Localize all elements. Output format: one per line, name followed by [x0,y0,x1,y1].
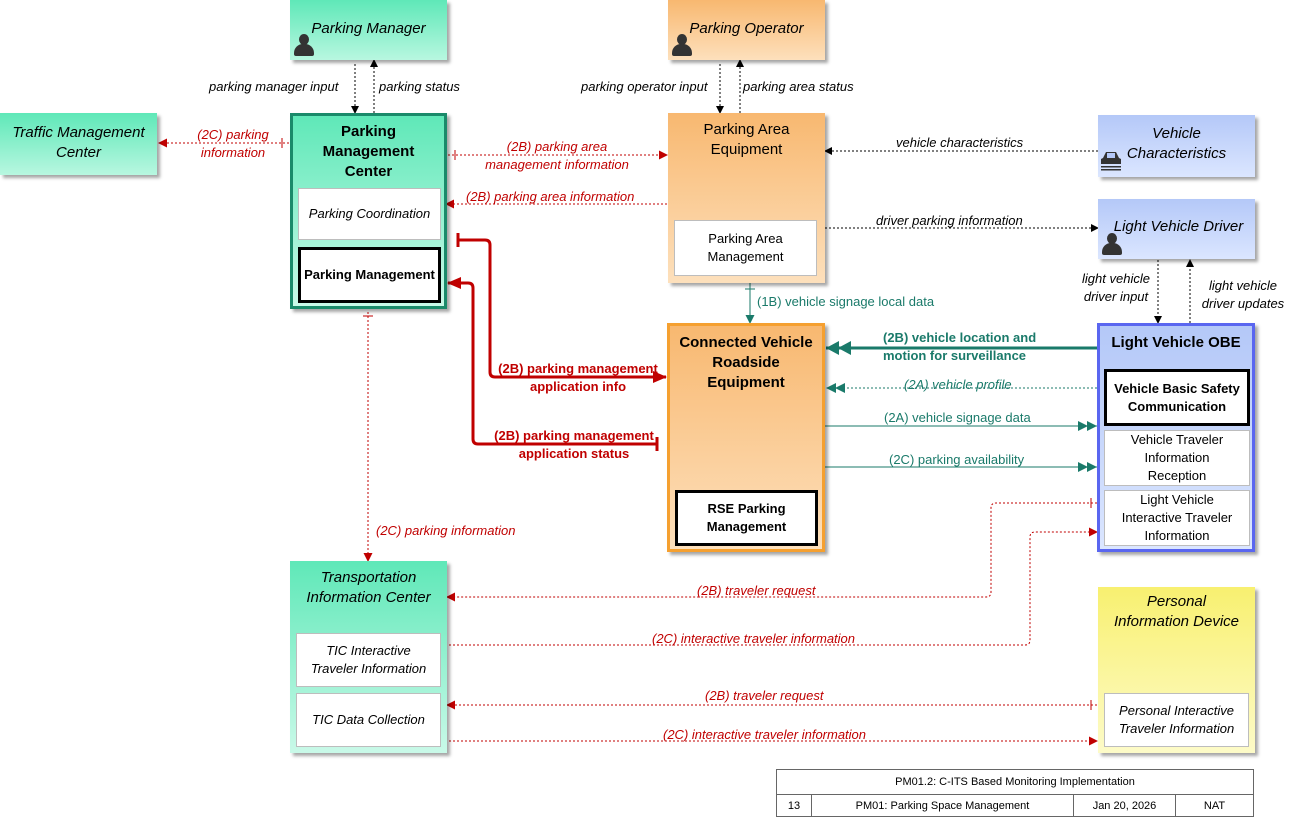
flow-label-pm-app-status: (2B) parking management application stat… [494,428,654,461]
parking-area-equipment-title: Parking Area Equipment [703,121,790,158]
light-vehicle-obe-node[interactable]: Light Vehicle OBE Vehicle Basic Safety C… [1097,323,1255,552]
vehicle-traveler-information-reception-box[interactable]: Vehicle Traveler Information Reception [1104,430,1250,486]
flow-label-pm-input: parking manager input [209,79,339,94]
diagram-footer: PM01.2: C-ITS Based Monitoring Implement… [776,769,1254,817]
flow-label-itv-info-2: (2C) interactive traveler information [663,727,867,742]
transportation-information-center-node[interactable]: Transportation Information Center TIC In… [290,561,447,753]
traffic-management-center-title: Traffic Management Center [12,124,145,161]
footer-date: Jan 20, 2026 [1074,794,1176,817]
flow-label-driver-updates: light vehicle driver updates [1201,278,1285,311]
parking-coordination-box[interactable]: Parking Coordination [298,188,441,240]
flow-label-signage-local: (1B) vehicle signage local data [757,294,935,309]
flow-label-pa-mgmt-info: (2B) parking area management information [485,139,629,172]
flow-label-tmc-parking-info: (2C) parking information [197,127,269,160]
flow-label-veh-char: vehicle characteristics [896,135,1024,150]
car-icon [1101,152,1121,171]
flow-label-po-status: parking area status [743,79,854,94]
vehicle-characteristics-title: Vehicle Characteristics [1126,125,1227,162]
flow-itv-info-1 [441,527,1098,646]
flow-label-driver-input: light vehicle driver input [1082,271,1150,304]
parking-manager-node[interactable]: Parking Manager [290,0,447,60]
flow-label-veh-profile: (2A) vehicle profile [904,377,1012,392]
flow-label-tic-parking-info: (2C) parking information [376,523,516,538]
personal-information-device-node[interactable]: Personal Information Device Personal Int… [1098,587,1255,753]
light-vehicle-interactive-traveler-information-box[interactable]: Light Vehicle Interactive Traveler Infor… [1104,490,1250,546]
person-icon [294,34,314,56]
parking-management-center-title: Parking Management Center [322,123,415,180]
light-vehicle-driver-title: Light Vehicle Driver [1113,218,1244,235]
flow-pm-app-status [447,277,657,446]
flow-label-pm-status: parking status [379,79,460,94]
personal-information-device-title: Personal Information Device [1113,593,1240,630]
footer-title: PM01.2: C-ITS Based Monitoring Implement… [777,770,1253,795]
light-vehicle-driver-node[interactable]: Light Vehicle Driver [1098,199,1255,259]
flow-label-trav-req-1: (2B) traveler request [697,583,816,598]
parking-operator-node[interactable]: Parking Operator [668,0,825,60]
transportation-information-center-title: Transportation Information Center [306,569,431,606]
flow-label-signage-data: (2A) vehicle signage data [884,410,1031,425]
parking-manager-title: Parking Manager [311,20,426,37]
flow-label-parking-avail: (2C) parking availability [889,452,1025,467]
person-icon [672,34,692,56]
flow-label-veh-loc-surv: (2B) vehicle location and motion for sur… [883,330,1037,363]
cv-roadside-equipment-title: Connected Vehicle Roadside Equipment [679,334,813,391]
vehicle-characteristics-node[interactable]: Vehicle Characteristics [1098,115,1255,177]
parking-operator-title: Parking Operator [689,20,804,37]
rse-parking-management-box[interactable]: RSE Parking Management [675,490,818,546]
traffic-management-center-node[interactable]: Traffic Management Center [0,113,157,175]
tic-interactive-traveler-information-box[interactable]: TIC Interactive Traveler Information [296,633,441,687]
flow-label-pa-info: (2B) parking area information [466,189,635,204]
person-icon [1102,233,1122,255]
parking-area-equipment-node[interactable]: Parking Area Equipment Parking Area Mana… [668,113,825,283]
footer-number: 13 [777,794,812,817]
footer-scope: NAT [1203,799,1226,812]
vehicle-basic-safety-communication-box[interactable]: Vehicle Basic Safety Communication [1104,369,1250,426]
flow-label-po-input: parking operator input [581,79,708,94]
parking-area-management-box[interactable]: Parking Area Management [674,220,817,276]
flow-label-pm-app-info: (2B) parking management application info [498,361,658,394]
parking-management-center-node[interactable]: Parking Management Center Parking Coordi… [290,113,447,309]
footer-name: PM01: Parking Space Management [812,794,1074,817]
flow-label-trav-req-2: (2B) traveler request [705,688,824,703]
parking-management-box[interactable]: Parking Management [298,247,441,303]
tic-data-collection-box[interactable]: TIC Data Collection [296,693,441,747]
light-vehicle-obe-title: Light Vehicle OBE [1111,334,1241,351]
flow-pm-app-info [458,238,667,383]
flow-label-itv-info-1: (2C) interactive traveler information [652,631,856,646]
cv-roadside-equipment-node[interactable]: Connected Vehicle Roadside Equipment RSE… [667,323,825,552]
flow-label-driver-parking-info: driver parking information [876,213,1023,228]
personal-interactive-traveler-information-box[interactable]: Personal Interactive Traveler Informatio… [1104,693,1249,747]
